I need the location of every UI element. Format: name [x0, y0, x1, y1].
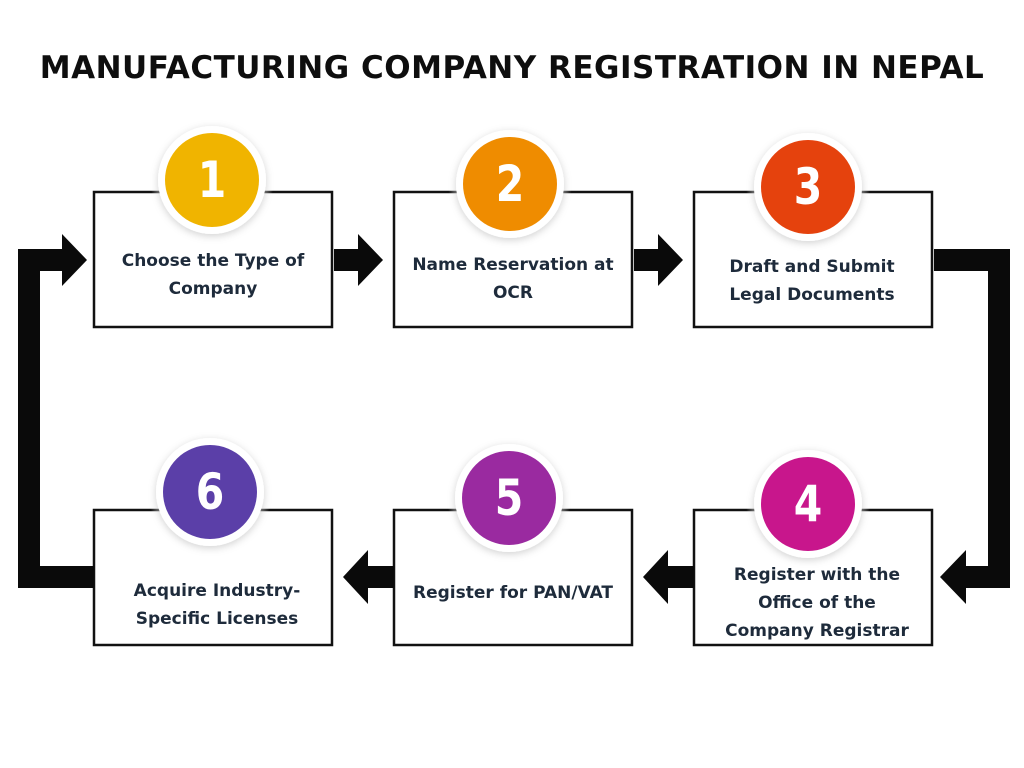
step-number-3: 3: [793, 158, 823, 216]
arrow-6-to-1: [18, 234, 94, 588]
step-label-5: Register for PAN/VAT: [404, 560, 622, 626]
arrow-5-to-6: [343, 550, 394, 604]
step-box-6: [92, 508, 334, 647]
arrow-3-to-4: [934, 249, 1010, 604]
step-number-5: 5: [494, 469, 524, 527]
step-label-1: Choose the Type of Company: [104, 240, 322, 310]
step-number-1: 1: [197, 151, 227, 209]
step-circle-4: [746, 442, 870, 566]
step-label-4: Register with the Office of the Company …: [712, 560, 922, 646]
page-title: MANUFACTURING COMPANY REGISTRATION IN NE…: [39, 50, 985, 86]
step-label-3: Draft and Submit Legal Documents: [712, 246, 912, 316]
step-label-4-text: Register with the Office of the Company …: [725, 565, 909, 641]
step-label-6: Acquire Industry-Specific Licenses: [114, 570, 320, 640]
step-circle-5: [447, 436, 571, 560]
step-circle-6: [148, 430, 272, 554]
arrow-4-to-5: [643, 550, 694, 604]
step-label-1-text: Choose the Type of Company: [121, 251, 305, 299]
arrow-2-to-3: [634, 234, 683, 286]
step-box-4: [692, 508, 934, 647]
step-circle-1: [150, 118, 274, 242]
step-number-2: 2: [495, 155, 525, 213]
arrow-1-to-2: [334, 234, 383, 286]
step-label-6-text: Acquire Industry-Specific Licenses: [133, 581, 301, 629]
step-label-2-text: Name Reservation at OCR: [412, 255, 614, 303]
step-label-3-text: Draft and Submit Legal Documents: [729, 257, 895, 305]
step-label-5-text: Register for PAN/VAT: [413, 583, 613, 603]
step-number-4: 4: [793, 475, 823, 533]
step-circle-3: [746, 125, 870, 249]
step-label-2: Name Reservation at OCR: [406, 244, 620, 314]
step-number-6: 6: [195, 463, 225, 521]
step-circle-2: [448, 122, 572, 246]
